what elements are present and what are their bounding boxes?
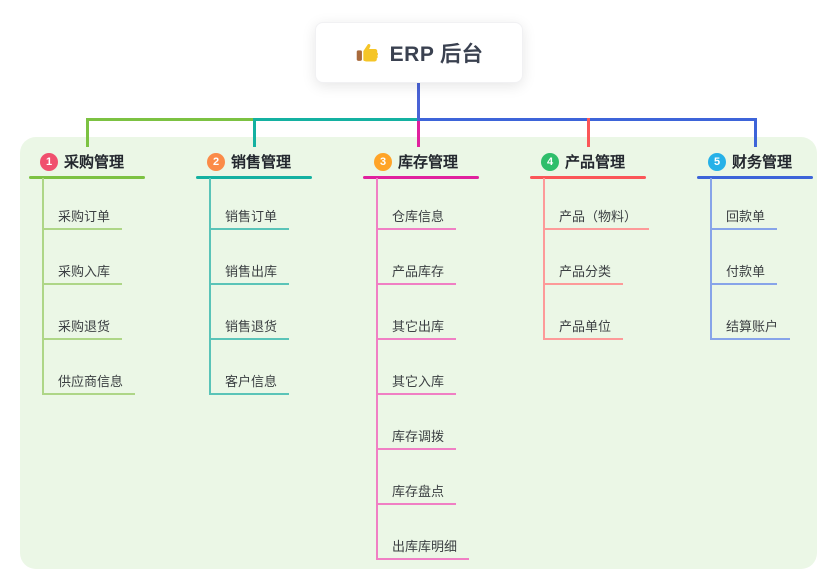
child-underline xyxy=(543,283,623,285)
branch-header-4[interactable]: 4 产品管理 xyxy=(541,151,625,172)
branch-trunk-line xyxy=(543,178,545,340)
branch-label: 财务管理 xyxy=(732,154,793,171)
child-node[interactable]: 其它入库 xyxy=(392,374,445,389)
child-underline xyxy=(543,338,623,340)
child-underline xyxy=(710,338,790,340)
child-underline xyxy=(42,393,135,395)
branch-header-3[interactable]: 3 库存管理 xyxy=(374,151,458,172)
child-underline xyxy=(376,228,456,230)
child-underline xyxy=(42,338,122,340)
branches-panel xyxy=(20,137,817,569)
root-title: ERP 后台 xyxy=(389,42,484,66)
branch-header-1[interactable]: 1 采购管理 xyxy=(40,151,124,172)
child-node[interactable]: 销售订单 xyxy=(225,209,278,224)
branch-trunk-line xyxy=(710,178,712,340)
child-node[interactable]: 仓库信息 xyxy=(392,209,445,224)
child-node[interactable]: 回款单 xyxy=(726,209,766,224)
child-node[interactable]: 采购订单 xyxy=(58,209,111,224)
branch-trunk-line xyxy=(376,178,378,560)
child-node[interactable]: 产品（物料） xyxy=(559,209,638,224)
branch-number-badge: 4 xyxy=(541,152,559,171)
branch-number-badge: 1 xyxy=(40,152,58,171)
child-node[interactable]: 客户信息 xyxy=(225,374,278,389)
child-underline xyxy=(42,228,122,230)
branch-header-5[interactable]: 5 财务管理 xyxy=(708,151,792,172)
branch-header-2[interactable]: 2 销售管理 xyxy=(207,151,291,172)
child-underline xyxy=(209,283,289,285)
child-underline xyxy=(376,283,456,285)
child-node[interactable]: 库存盘点 xyxy=(392,484,445,499)
connector-drop xyxy=(253,118,256,147)
root-node[interactable]: ERP 后台 xyxy=(315,22,523,83)
child-node[interactable]: 销售出库 xyxy=(225,264,278,279)
child-node[interactable]: 产品分类 xyxy=(559,264,612,279)
branch-label: 库存管理 xyxy=(398,154,459,171)
branch-number-badge: 2 xyxy=(207,152,225,171)
child-node[interactable]: 其它出库 xyxy=(392,319,445,334)
child-node[interactable]: 销售退货 xyxy=(225,319,278,334)
connector-drop xyxy=(86,118,89,147)
connector-bus-segment xyxy=(253,118,420,121)
child-underline xyxy=(376,338,456,340)
child-underline xyxy=(42,283,122,285)
child-node[interactable]: 产品库存 xyxy=(392,264,445,279)
child-node[interactable]: 供应商信息 xyxy=(58,374,124,389)
branch-underline xyxy=(196,176,312,179)
branch-label: 销售管理 xyxy=(231,154,292,171)
child-node[interactable]: 采购退货 xyxy=(58,319,111,334)
child-underline xyxy=(376,503,456,505)
child-node[interactable]: 付款单 xyxy=(726,264,766,279)
branch-label: 产品管理 xyxy=(565,154,626,171)
child-underline xyxy=(376,448,456,450)
child-underline xyxy=(710,283,777,285)
child-underline xyxy=(710,228,777,230)
branch-underline xyxy=(363,176,479,179)
child-node[interactable]: 库存调拨 xyxy=(392,429,445,444)
branch-label: 采购管理 xyxy=(64,154,125,171)
thumbs-up-icon xyxy=(355,40,380,65)
connector-drop xyxy=(587,118,590,147)
child-underline xyxy=(376,393,456,395)
connector-drop xyxy=(754,118,757,147)
branch-number-badge: 3 xyxy=(374,152,392,171)
branch-trunk-line xyxy=(42,178,44,395)
child-node[interactable]: 产品单位 xyxy=(559,319,612,334)
branch-number-badge: 5 xyxy=(708,152,726,171)
child-node[interactable]: 出库库明细 xyxy=(392,539,458,554)
root-stem xyxy=(417,83,420,121)
branch-underline xyxy=(530,176,646,179)
child-node[interactable]: 结算账户 xyxy=(726,319,779,334)
connector-drop xyxy=(417,121,420,147)
branch-underline xyxy=(29,176,145,179)
branch-trunk-line xyxy=(209,178,211,395)
child-underline xyxy=(209,338,289,340)
branch-underline xyxy=(697,176,813,179)
child-underline xyxy=(376,558,469,560)
child-underline xyxy=(209,228,289,230)
child-node[interactable]: 采购入库 xyxy=(58,264,111,279)
child-underline xyxy=(209,393,289,395)
child-underline xyxy=(543,228,649,230)
connector-bus-segment xyxy=(417,118,754,121)
